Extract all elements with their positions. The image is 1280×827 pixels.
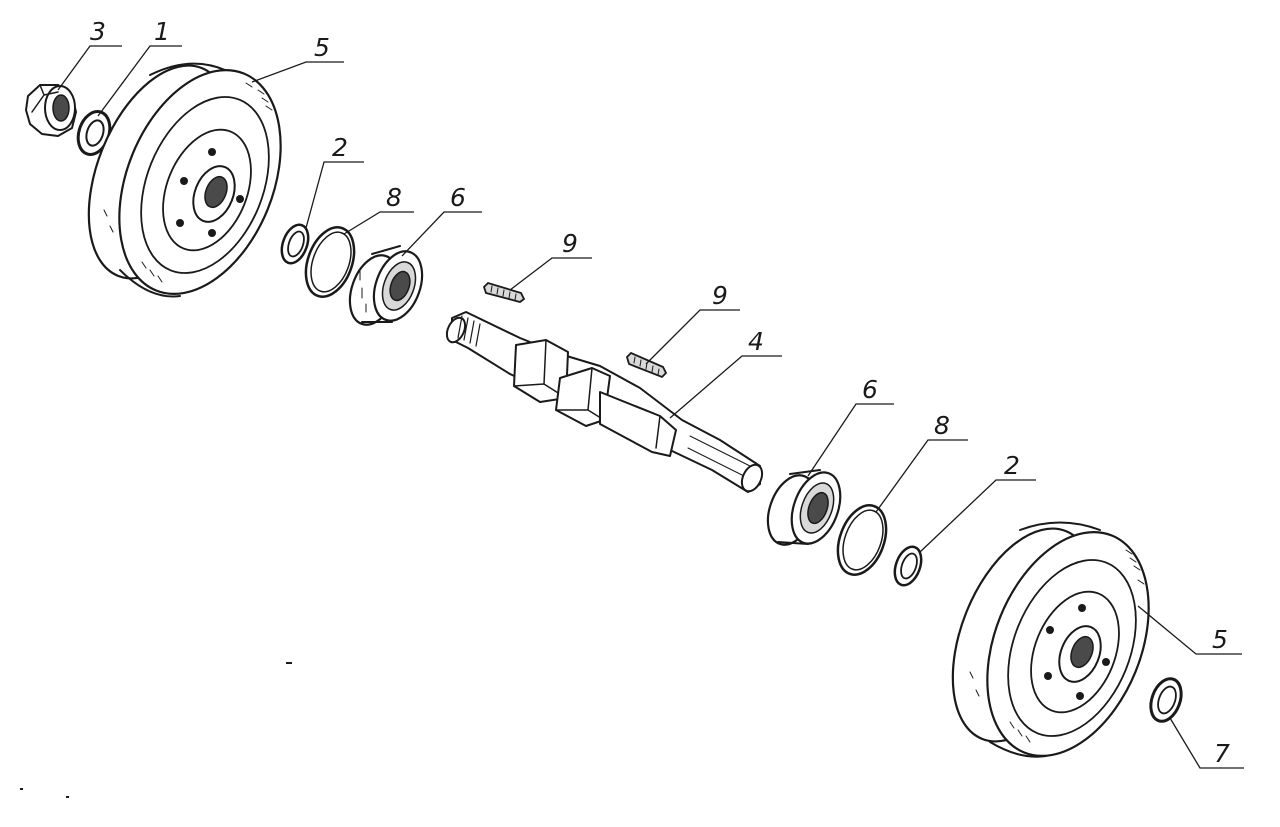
part-shaft (445, 311, 764, 493)
callout-2-right: 2 (1004, 451, 1020, 480)
leader-8-right (875, 439, 968, 513)
leader-9-lower (645, 309, 740, 365)
part-circlip-left (304, 226, 356, 298)
callout-8-right: 8 (934, 411, 950, 440)
callout-4: 4 (748, 327, 764, 356)
callout-9-lower: 9 (712, 281, 728, 310)
callout-labels: 3 1 5 2 8 6 9 9 4 6 8 2 5 7 (90, 17, 1230, 768)
callout-6-left: 6 (450, 183, 466, 212)
leader-4 (669, 355, 782, 419)
part-retaining-ring (1149, 677, 1183, 723)
part-pulley-right (951, 521, 1150, 758)
part-bearing-left (348, 245, 424, 326)
leader-9-upper (509, 257, 592, 291)
part-circlip-right (836, 504, 888, 576)
leader-8-left (343, 211, 414, 235)
part-bearing-right (766, 469, 842, 546)
scan-specks (20, 662, 292, 798)
part-key-upper (482, 281, 526, 303)
callout-5-left: 5 (314, 33, 330, 62)
callout-9-upper: 9 (562, 229, 578, 258)
leader-7 (1169, 717, 1244, 769)
part-key-lower (625, 351, 668, 379)
leader-6-left (401, 211, 482, 257)
part-nut (25, 84, 77, 137)
callout-8-left: 8 (386, 183, 402, 212)
leader-2-left (305, 161, 364, 229)
callout-2-left: 2 (332, 133, 348, 162)
leader-3 (57, 45, 122, 91)
callout-1: 1 (154, 17, 170, 46)
leader-5-left (251, 61, 344, 83)
callout-5-right: 5 (1212, 625, 1228, 654)
leader-6-right (807, 403, 894, 477)
leader-2-right (919, 479, 1036, 553)
callout-6-right: 6 (862, 375, 878, 404)
part-ring-left (280, 223, 310, 265)
part-ring-right (893, 545, 923, 587)
callout-3: 3 (90, 17, 106, 46)
leader-1 (97, 45, 182, 117)
callout-7: 7 (1214, 739, 1230, 768)
part-pulley-left (87, 62, 282, 298)
leader-lines (57, 45, 1244, 769)
leader-5-right (1137, 605, 1242, 655)
